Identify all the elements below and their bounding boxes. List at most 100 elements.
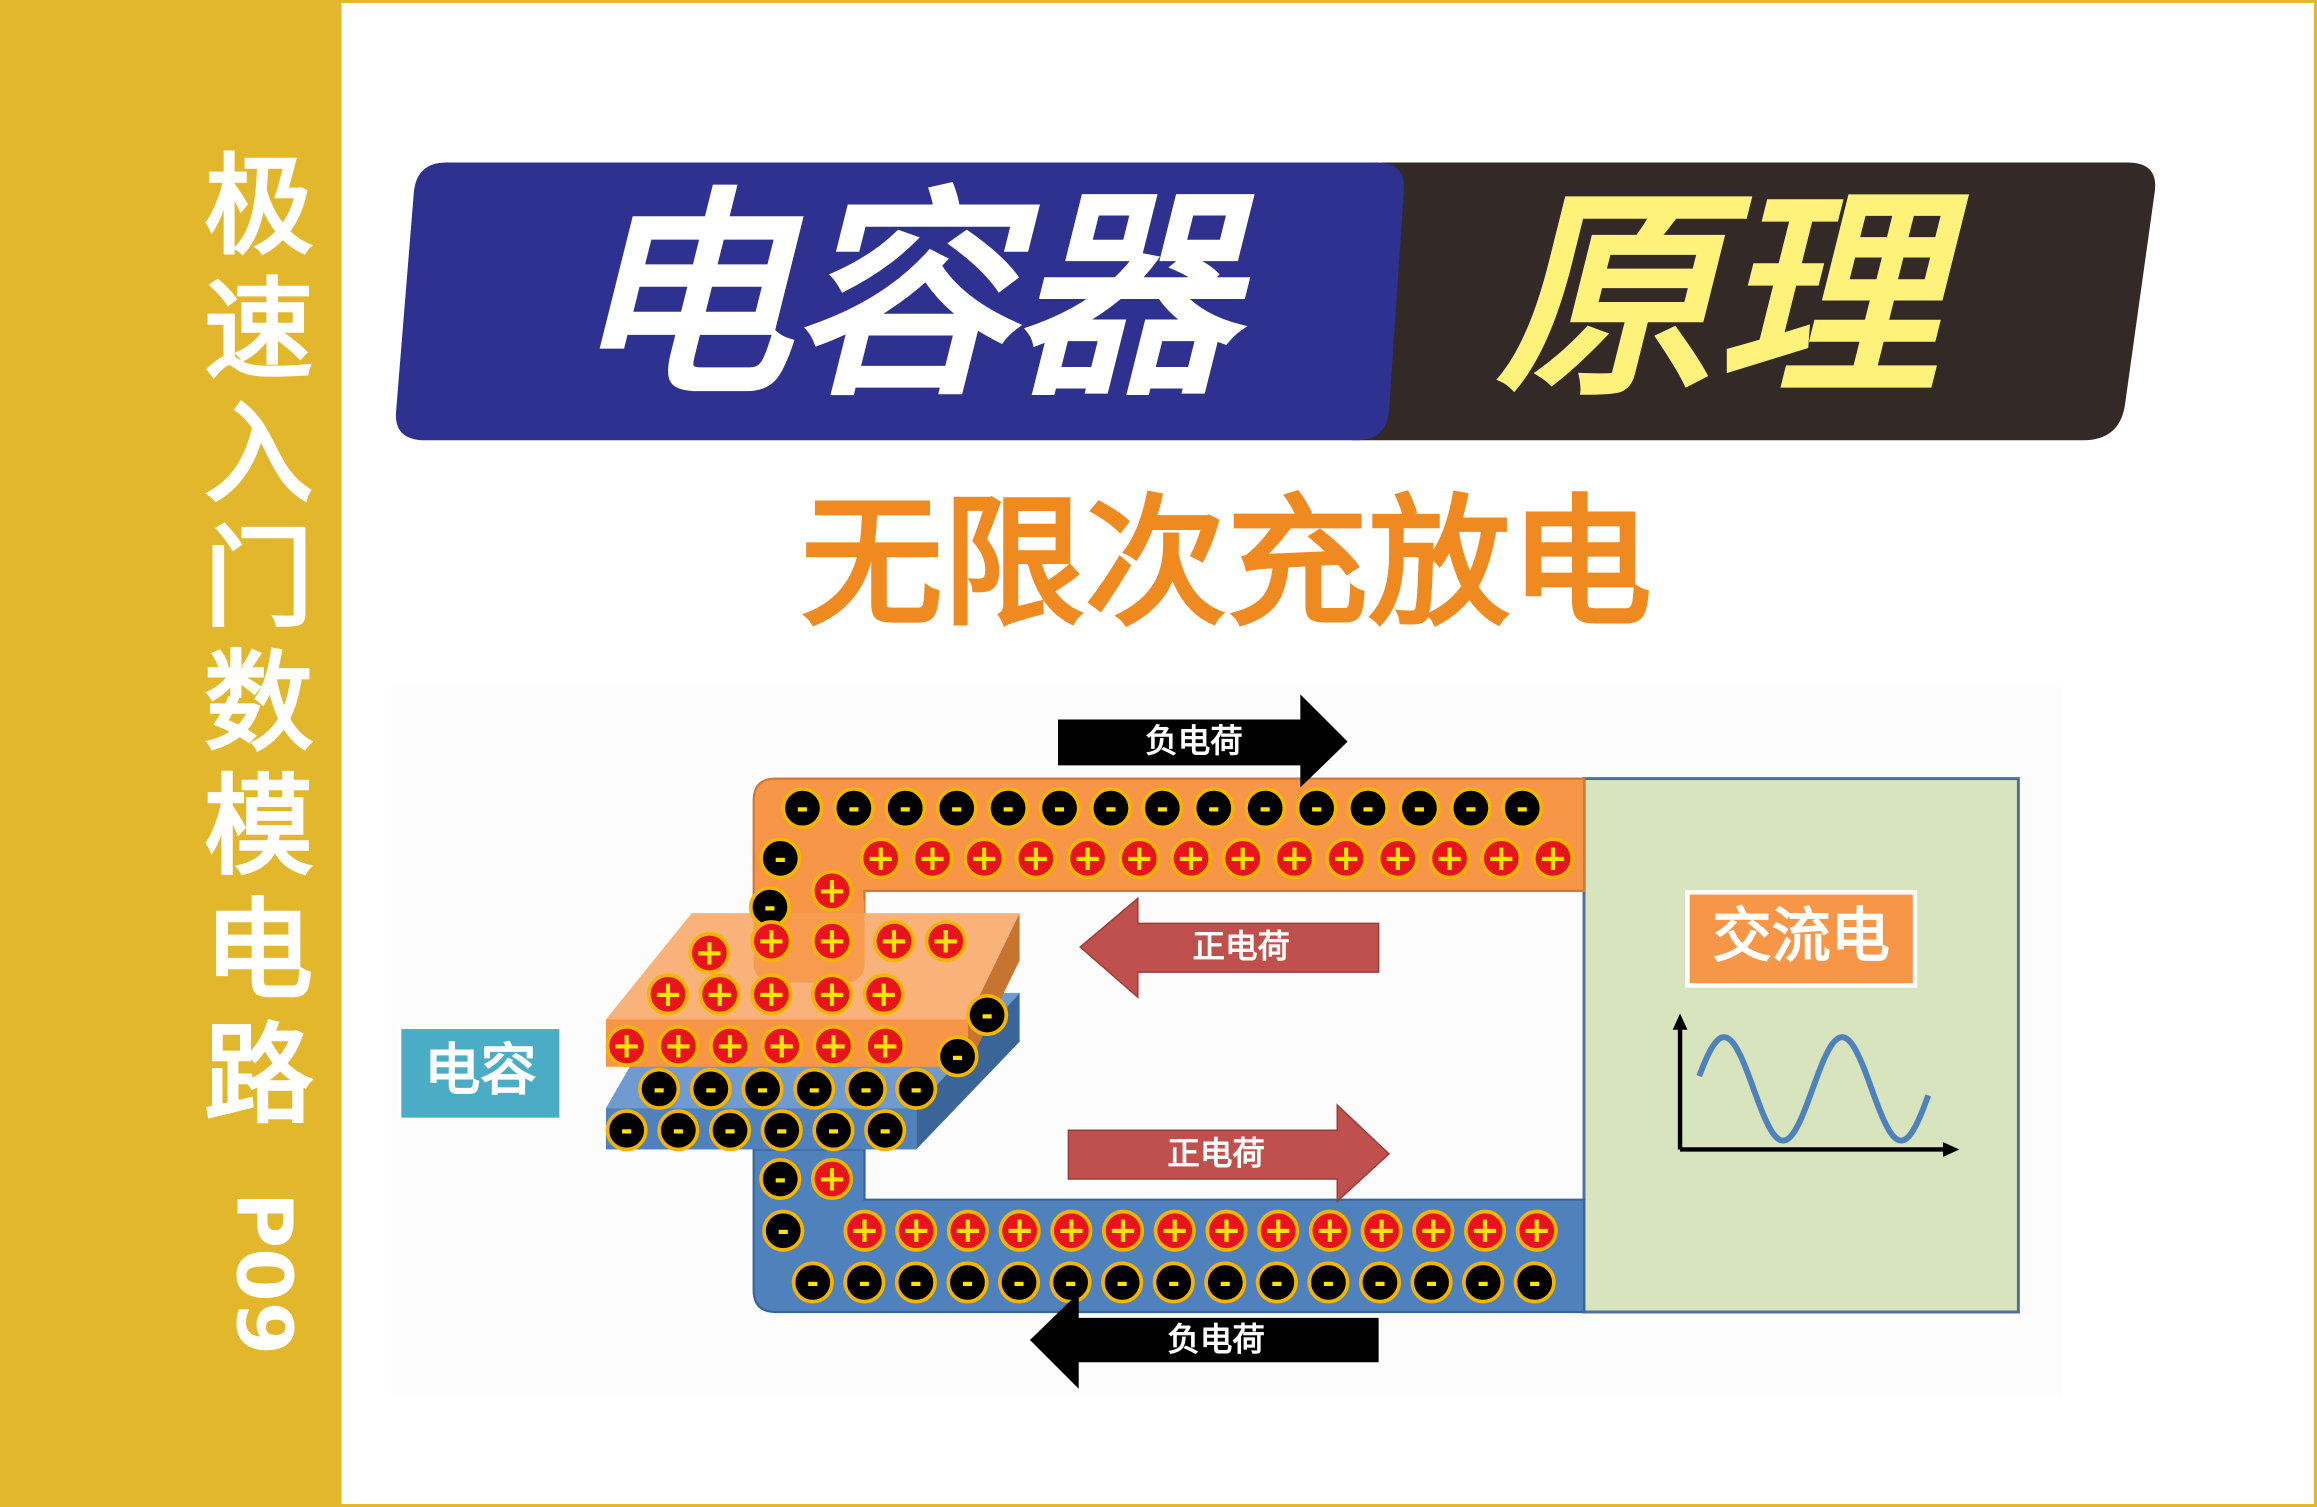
svg-text:+: +	[1005, 1210, 1035, 1251]
negative-charge: -	[781, 787, 824, 830]
svg-text:-: -	[981, 998, 993, 1032]
svg-text:-: -	[807, 1265, 819, 1299]
positive-charge: +	[1205, 1209, 1248, 1252]
svg-text:+: +	[705, 974, 735, 1015]
svg-text:+: +	[1315, 1210, 1345, 1251]
svg-text:+: +	[757, 974, 787, 1015]
svg-text:+: +	[612, 1026, 642, 1067]
positive-charge: +	[924, 920, 967, 963]
arrow-negative-bottom-label: 负电荷	[1167, 1321, 1265, 1359]
series-title-char: 门	[204, 515, 313, 642]
negative-charge: -	[1358, 1261, 1402, 1304]
arrow-positive-left-label: 正电荷	[1192, 928, 1290, 966]
positive-charge: +	[810, 920, 854, 963]
positive-charge: +	[963, 837, 1006, 880]
svg-text:-: -	[1168, 1265, 1180, 1299]
banner-blue-panel	[395, 162, 1405, 441]
negative-charge: -	[864, 1109, 907, 1152]
series-title-char: 路	[204, 1012, 314, 1139]
svg-text:+: +	[767, 1026, 797, 1067]
negative-charge: -	[689, 1067, 732, 1110]
svg-text:-: -	[653, 1072, 665, 1106]
svg-text:+: +	[817, 870, 847, 911]
svg-text:+: +	[1470, 1210, 1500, 1251]
series-title-char: 极	[204, 143, 313, 270]
svg-text:+: +	[1367, 1210, 1397, 1251]
svg-text:-: -	[899, 791, 911, 825]
series-title-char: 电	[204, 888, 313, 1015]
episode-number: P09	[219, 1192, 308, 1355]
positive-charge: +	[1308, 1209, 1351, 1252]
negative-charge: -	[1244, 787, 1287, 830]
svg-text:+: +	[1124, 838, 1154, 879]
positive-charge: +	[1515, 1209, 1558, 1252]
positive-charge: +	[872, 920, 916, 963]
negative-charge: -	[894, 1261, 937, 1304]
positive-charge: +	[1169, 837, 1213, 880]
positive-charge: +	[708, 1024, 752, 1068]
svg-text:-: -	[860, 1072, 872, 1106]
svg-text:-: -	[1105, 791, 1117, 825]
negative-charge: -	[759, 1157, 802, 1201]
svg-text:+: +	[918, 838, 948, 879]
svg-text:+: +	[1212, 1210, 1242, 1251]
positive-charge: +	[1101, 1209, 1145, 1252]
negative-charge: -	[1462, 1261, 1505, 1304]
positive-charge: +	[1412, 1209, 1455, 1252]
positive-charge: +	[688, 931, 731, 975]
svg-text:+: +	[1418, 1210, 1448, 1251]
capacitor-diagram: ----------------++++++++++++++-+--------…	[391, 687, 2062, 1397]
negative-charge: -	[1255, 1261, 1298, 1304]
positive-charge: +	[1066, 837, 1109, 880]
charges: ----------------++++++++++++++-+--------…	[605, 787, 1575, 1304]
svg-text:+: +	[1435, 838, 1465, 879]
svg-text:+: +	[757, 921, 787, 962]
svg-text:+: +	[663, 1026, 693, 1067]
svg-text:+: +	[1056, 1210, 1086, 1251]
negative-charge: -	[1038, 787, 1081, 830]
positive-charge: +	[843, 1209, 886, 1252]
negative-charge: -	[1152, 1261, 1195, 1304]
svg-text:-: -	[777, 1214, 789, 1248]
arrow-positive-left	[1079, 896, 1380, 999]
banner-title-main: 电容器	[569, 169, 1255, 427]
negative-charge: -	[708, 1109, 752, 1152]
positive-charge: +	[1480, 837, 1523, 880]
negative-charge: -	[657, 1109, 700, 1152]
svg-text:-: -	[1413, 791, 1425, 825]
svg-text:+: +	[653, 974, 683, 1015]
negative-charge: -	[759, 837, 802, 880]
svg-text:-: -	[1310, 791, 1322, 825]
svg-text:-: -	[1064, 1265, 1076, 1299]
sidebar	[0, 0, 342, 1507]
negative-charge: -	[935, 787, 978, 830]
svg-text:+: +	[931, 921, 961, 962]
svg-text:-: -	[774, 841, 786, 875]
negative-charge: -	[1101, 1261, 1144, 1304]
svg-text:+: +	[1160, 1210, 1190, 1251]
positive-charge: +	[895, 1209, 938, 1252]
svg-text:+: +	[695, 932, 725, 973]
svg-text:-: -	[1477, 1265, 1489, 1299]
positive-charge: +	[1014, 837, 1057, 880]
ac-label: 交流电	[1713, 901, 1890, 970]
svg-text:-: -	[1116, 1265, 1128, 1299]
svg-text:-: -	[1374, 1265, 1386, 1299]
svg-text:-: -	[961, 1265, 973, 1299]
positive-charge: +	[760, 1024, 803, 1068]
positive-charge: +	[864, 1024, 907, 1068]
svg-text:-: -	[756, 1072, 768, 1106]
banner-title-sub: 原理	[1495, 169, 1970, 427]
svg-text:+: +	[1176, 838, 1206, 879]
svg-text:-: -	[1208, 791, 1220, 825]
positive-charge: +	[1273, 837, 1316, 880]
positive-charge: +	[605, 1024, 648, 1068]
svg-text:-: -	[1013, 1265, 1025, 1299]
svg-text:-: -	[1362, 791, 1374, 825]
ac-waveform-icon	[1672, 1013, 1960, 1157]
negative-charge: -	[1513, 1261, 1556, 1304]
negative-charge: -	[843, 1261, 886, 1304]
negative-charge: -	[1295, 787, 1338, 830]
svg-text:+: +	[969, 838, 999, 879]
